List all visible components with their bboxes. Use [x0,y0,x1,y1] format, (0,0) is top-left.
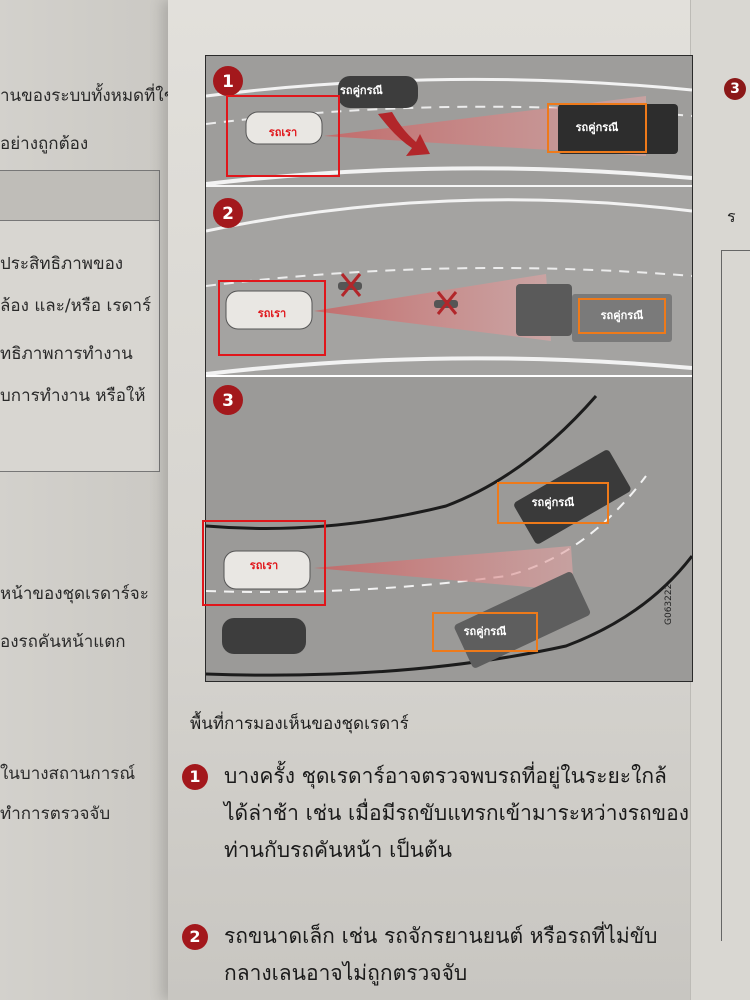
left-text-line: ในบางสถานการณ์ [0,764,136,784]
radar-figure: 1 2 [205,55,693,682]
note-item: 2 รถขนาดเล็ก เช่น รถจักรยานยนต์ หรือรถที… [182,918,702,992]
left-text-line: านของระบบทั้งหมดที่ใช้ [0,86,176,106]
car-icon [223,550,311,590]
other-car-label: รถคู่กรณี [600,309,644,322]
figure-id: G063222 [664,583,674,625]
other-car-label: รถคู่กรณี [463,625,507,638]
left-text-line: อย่างถูกต้อง [0,134,89,154]
our-car-box: รถเรา [218,280,326,356]
car-icon [222,618,306,654]
panel-1: 1 [206,56,692,186]
other-car-label: รถคู่กรณี [575,121,619,134]
car-icon [225,290,313,330]
other-car-box: รถคู่กรณี [497,482,609,524]
merge-arrow-icon [378,112,430,156]
right-page: 3 ร [690,0,750,1000]
note-line: ท่านกับรถคันหน้า เป็นต้น [224,838,452,862]
our-car-box: รถเรา [226,95,340,177]
left-text-line: ทธิภาพการทำงาน [0,344,133,364]
our-car-box: รถเรา [202,520,326,606]
left-text-line: ทำการตรวจจับ [0,804,111,824]
note-item: 1 บางครั้ง ชุดเรดาร์อาจตรวจพบรถที่อยู่ใน… [182,758,702,869]
other-car-box: รถคู่กรณี [547,103,647,153]
right-page-text: ร [727,207,736,226]
note-number-badge: 1 [182,764,208,790]
other-car-box: รถคู่กรณี [432,612,538,652]
left-text-line: บการทำงาน หรือให้ [0,386,146,406]
other-car-label: รถคู่กรณี [531,496,575,509]
note-line: บางครั้ง ชุดเรดาร์อาจตรวจพบรถที่อยู่ในระ… [224,764,667,788]
left-text-line: องรถคันหน้าแตก [0,632,126,652]
our-car-label: รถเรา [249,559,279,572]
truck-icon [454,572,591,668]
panel-number: 3 [222,391,234,411]
figure-caption: พื้นที่การมองเห็นของชุดเรดาร์ [190,714,409,734]
note-line: ได้ล่าช้า เช่น เมื่อมีรถขับแทรกเข้ามาระห… [224,801,689,825]
car-icon [245,111,323,145]
our-car-label: รถเรา [268,126,298,139]
right-page-badge: 3 [724,78,746,100]
radar-beam [314,546,574,591]
truck-icon [514,450,631,544]
panel-3: 3 [206,376,692,681]
other-car-label: รถคู่กรณี [340,84,383,97]
tractor-icon [516,284,572,336]
panel-number: 2 [222,204,234,224]
left-page: านของระบบทั้งหมดที่ใช้ อย่างถูกต้อง ประส… [0,0,200,1000]
left-text-line: ล้อง และ/หรือ เรดาร์ [0,296,152,316]
motorcycle-icon [434,291,458,315]
note-line: รถขนาดเล็ก เช่น รถจักรยานยนต์ หรือรถที่ไ… [224,924,658,948]
left-text-line: ประสิทธิภาพของ [0,254,124,274]
note-line: กลางเลนอาจไม่ถูกตรวจจับ [224,961,468,985]
radar-illustration: 1 2 [206,56,692,681]
our-car-label: รถเรา [257,307,287,320]
motorcycle-icon [338,273,362,297]
trailer-icon [572,294,672,342]
left-table [0,220,160,472]
truck-icon [558,104,678,154]
panel-number: 1 [222,72,234,92]
note-number-badge: 2 [182,924,208,950]
left-text-line: หน้าของชุดเรดาร์จะ [0,584,149,604]
radar-beam [314,274,551,341]
other-car-box: รถคู่กรณี [578,298,666,334]
car-icon [338,76,418,108]
left-table-header [0,170,160,222]
right-page-frame [721,250,750,941]
